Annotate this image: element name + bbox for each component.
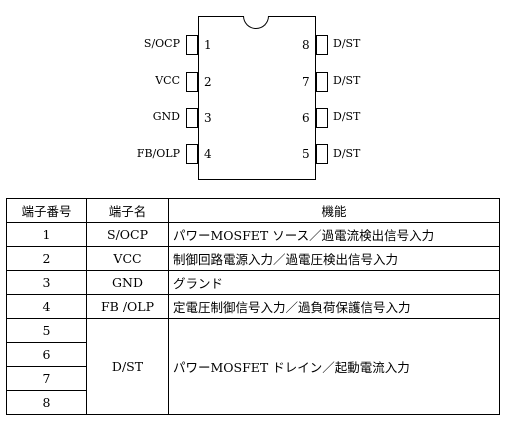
cell-function: グランド — [168, 270, 500, 295]
cell-pin-name: VCC — [86, 246, 169, 271]
cell-pin-name: S/OCP — [86, 222, 169, 247]
pin-4-label: FB/OLP — [136, 147, 180, 160]
table-header-row: 端子番号 端子名 機能 — [6, 198, 500, 223]
cell-pin-name: GND — [86, 270, 169, 295]
pin-1-label: S/OCP — [143, 37, 180, 50]
cell-pin-number: 8 — [6, 390, 87, 415]
pin-7-number: 7 — [302, 75, 310, 89]
pin-2-label: VCC — [155, 74, 180, 87]
cell-pin-number: 4 — [6, 294, 87, 319]
pin-8-lead — [316, 35, 328, 55]
pin-8-number: 8 — [302, 38, 310, 52]
pin-6-label: D/ST — [333, 110, 361, 123]
table-row: 4 FB /OLP 定電圧制御信号入力／過負荷保護信号入力 — [6, 294, 500, 319]
cell-function: パワーMOSFET ソース／過電流検出信号入力 — [168, 222, 500, 247]
pin-2-lead — [186, 72, 198, 92]
pin-6-number: 6 — [302, 111, 310, 125]
pin-6-lead — [316, 108, 328, 128]
cell-pin-name-merged: D/ST — [86, 318, 169, 415]
pin-2-number: 2 — [204, 75, 212, 89]
cell-pin-number: 7 — [6, 366, 87, 391]
cell-pin-number: 1 — [6, 222, 87, 247]
pin-8-label: D/ST — [333, 37, 361, 50]
ic-package-body — [198, 16, 316, 180]
cell-function: 定電圧制御信号入力／過負荷保護信号入力 — [168, 294, 500, 319]
pin-3-number: 3 — [204, 111, 212, 125]
cell-pin-name: FB /OLP — [86, 294, 169, 319]
pin-1-lead — [186, 35, 198, 55]
cell-function: 制御回路電源入力／過電圧検出信号入力 — [168, 246, 500, 271]
pin-7-lead — [316, 72, 328, 92]
pin-5-number: 5 — [302, 147, 310, 161]
pin-7-label: D/ST — [333, 74, 361, 87]
cell-pin-number: 3 — [6, 270, 87, 295]
pin-3-label: GND — [152, 110, 180, 123]
table-row: 1 S/OCP パワーMOSFET ソース／過電流検出信号入力 — [6, 222, 500, 247]
pin-1-number: 1 — [204, 38, 212, 52]
pin1-notch — [243, 16, 269, 29]
table-row: 3 GND グランド — [6, 270, 500, 295]
pin-4-number: 4 — [204, 147, 212, 161]
pin-function-table: 端子番号 端子名 機能 1 S/OCP パワーMOSFET ソース／過電流検出信… — [6, 198, 500, 415]
pin-4-lead — [186, 144, 198, 164]
table-row: 8 — [6, 390, 500, 415]
cell-pin-number: 5 — [6, 318, 87, 343]
table-row: 2 VCC 制御回路電源入力／過電圧検出信号入力 — [6, 246, 500, 271]
header-pin-name: 端子名 — [86, 198, 169, 223]
cell-pin-number: 6 — [6, 342, 87, 367]
header-pin-number: 端子番号 — [6, 198, 87, 223]
cell-function-merged: パワーMOSFET ドレイン／起動電流入力 — [168, 318, 500, 415]
table-row: 5 D/ST パワーMOSFET ドレイン／起動電流入力 — [6, 318, 500, 415]
pin-5-label: D/ST — [333, 147, 361, 160]
header-function: 機能 — [168, 198, 500, 223]
pin-5-lead — [316, 144, 328, 164]
cell-pin-number: 2 — [6, 246, 87, 271]
pin-3-lead — [186, 108, 198, 128]
